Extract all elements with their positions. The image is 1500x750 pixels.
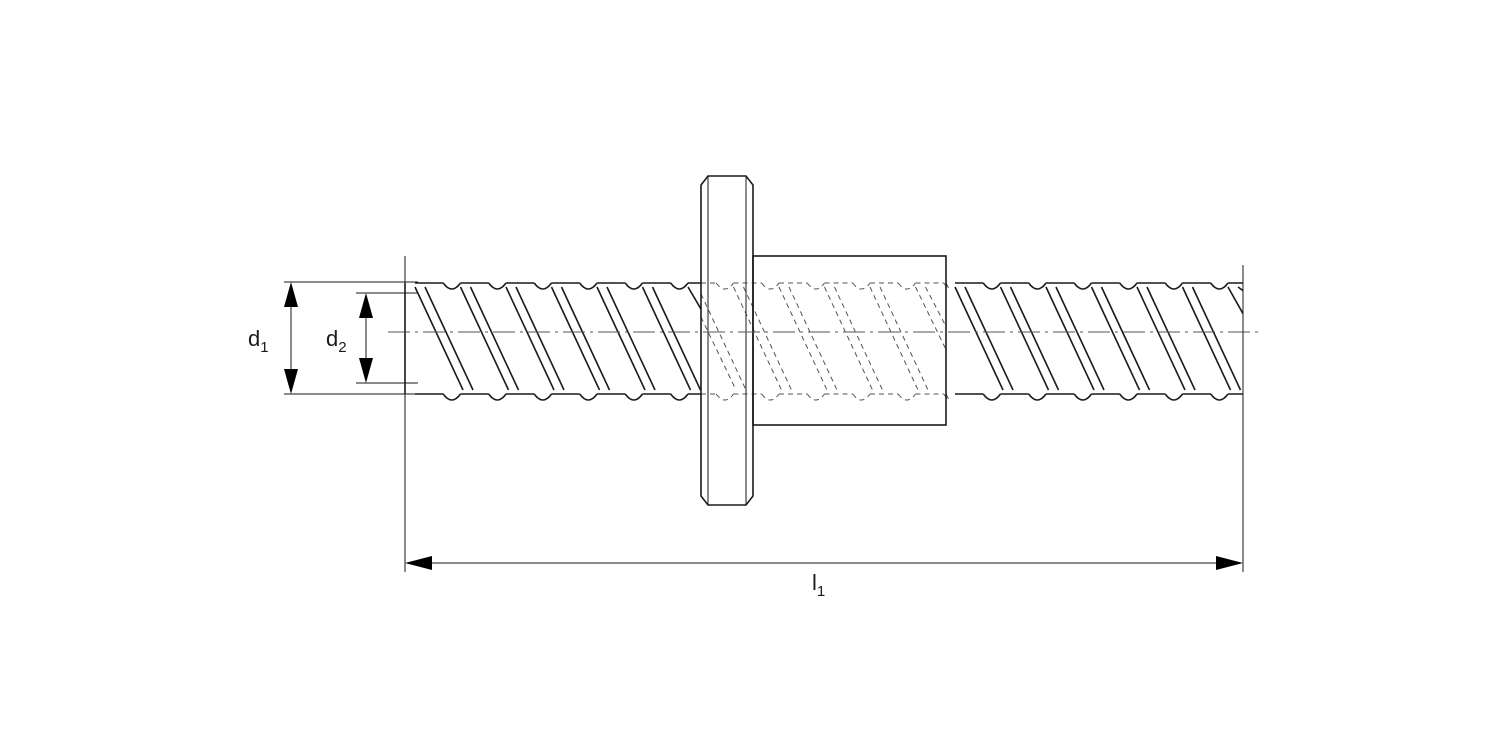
dimension-d2 bbox=[359, 293, 373, 383]
label-l1: l1 bbox=[812, 570, 825, 600]
label-d1: d1 bbox=[248, 326, 269, 356]
hidden-thread-inside-nut bbox=[700, 282, 950, 401]
extension-lines bbox=[284, 256, 1244, 572]
nut-flange bbox=[700, 175, 754, 506]
screw-shaft-left-section bbox=[404, 282, 702, 401]
nut-body bbox=[752, 255, 947, 426]
label-d2: d2 bbox=[326, 326, 347, 356]
screw-shaft-right-section bbox=[954, 282, 1244, 401]
dimension-l1 bbox=[405, 556, 1243, 570]
dimension-d1 bbox=[284, 282, 298, 394]
